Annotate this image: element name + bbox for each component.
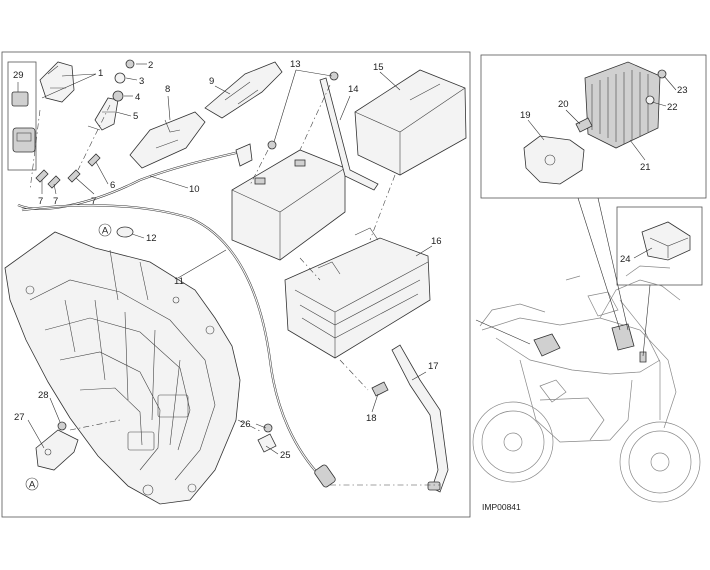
cable-11 [21, 204, 336, 488]
inset-leader-lines [475, 197, 651, 357]
bracket-19 [523, 135, 585, 185]
cable-10 [17, 148, 249, 210]
screws-6-7 [35, 153, 101, 189]
callout-11: 11 [174, 276, 184, 287]
bracket-27 [35, 429, 79, 471]
motorcycle-outline [472, 265, 701, 503]
bracket-5 [87, 97, 119, 131]
callout-7c: 7 [91, 196, 96, 207]
grommet-12 [116, 226, 134, 238]
callout-3: 3 [139, 76, 144, 87]
connector-detail-box [7, 61, 37, 171]
screw-13 [267, 140, 277, 150]
callout-27: 27 [14, 412, 25, 423]
callout-26: 26 [240, 419, 251, 430]
callout-22: 22 [667, 102, 678, 113]
callout-25: 25 [280, 450, 291, 461]
screw-2 [125, 59, 135, 69]
reference-marker-upper: A [98, 223, 112, 237]
callout-24: 24 [620, 254, 631, 265]
ecu-15 [354, 69, 467, 176]
callout-23: 23 [677, 85, 688, 96]
battery-tray-16 [284, 227, 431, 359]
assembly-dash-lines [29, 84, 440, 486]
callout-9: 9 [209, 76, 214, 87]
callout-1: 1 [98, 68, 103, 79]
reference-marker-lower: A [25, 477, 39, 491]
callout-29: 29 [13, 70, 24, 81]
callout-19: 19 [520, 110, 531, 121]
callout-6: 6 [110, 180, 115, 191]
callout-18: 18 [366, 413, 377, 424]
washer-22 [645, 95, 655, 105]
rear-subframe [4, 231, 241, 505]
callout-21: 21 [640, 162, 651, 173]
callout-leaders [17, 63, 677, 455]
callout-16: 16 [431, 236, 442, 247]
clip-18 [371, 381, 389, 397]
callout-15: 15 [373, 62, 384, 73]
callout-5: 5 [133, 111, 138, 122]
callout-14: 14 [348, 84, 359, 95]
reference-marker-lower-label: A [29, 480, 36, 491]
relay-connector-29 [11, 91, 36, 153]
screw-13b [329, 71, 339, 81]
strap-17 [391, 344, 449, 493]
battery-16 [231, 149, 346, 261]
figure-code: IMP00841 [482, 502, 521, 512]
callout-4: 4 [135, 92, 140, 103]
callout-20: 20 [558, 99, 569, 110]
callout-12: 12 [146, 233, 157, 244]
clamp-25 [257, 433, 277, 453]
regulator-inset-border [480, 54, 707, 199]
cover-8 [129, 111, 206, 169]
bracket-24 [641, 221, 691, 261]
callout-17: 17 [428, 361, 439, 372]
ecu-15-detail [354, 83, 466, 175]
nut-4 [112, 90, 124, 102]
callout-labels: 1 2 3 4 5 6 7 7 7 8 9 10 11 12 13 14 15 … [13, 59, 688, 461]
screw-28 [57, 421, 67, 431]
washer-3 [114, 72, 126, 84]
screw-26 [263, 423, 273, 433]
callout-8: 8 [165, 84, 170, 95]
bracket-24-detail [649, 237, 689, 258]
callout-10: 10 [189, 184, 200, 195]
relay-holder-1 [39, 61, 75, 103]
reference-marker-upper-label: A [102, 226, 109, 237]
regulator-21 [584, 61, 661, 149]
callout-7b: 7 [53, 196, 58, 207]
callout-2: 2 [148, 60, 153, 71]
main-panel-border [1, 51, 471, 518]
strap-14 [319, 77, 379, 191]
callout-13: 13 [290, 59, 301, 70]
callout-28: 28 [38, 390, 49, 401]
cover-9 [204, 61, 283, 119]
bracket-13 [235, 143, 253, 167]
clip-20 [575, 117, 593, 133]
callout-7a: 7 [38, 196, 43, 207]
